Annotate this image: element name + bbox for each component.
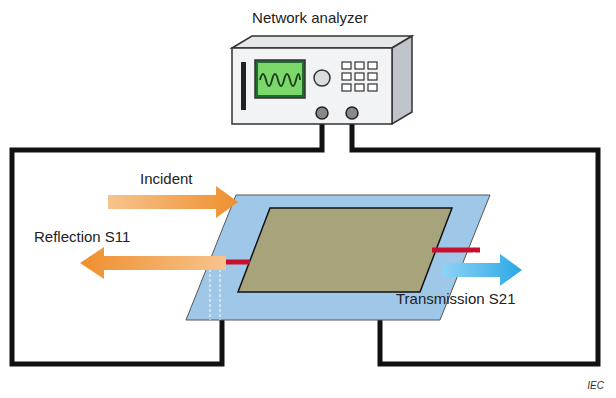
signal-label: Incident [140, 170, 193, 188]
cable [12, 122, 598, 364]
reflection-arrow [80, 247, 226, 279]
signal-label: Transmission S21 [396, 290, 516, 308]
signal-label: Reflection S11 [34, 228, 130, 246]
source-mark: IEC [587, 380, 604, 392]
network-analyzer-icon [232, 36, 412, 124]
transmission-arrow [442, 254, 522, 286]
title-label: Network analyzer [252, 9, 368, 27]
incident-arrow [108, 186, 238, 218]
